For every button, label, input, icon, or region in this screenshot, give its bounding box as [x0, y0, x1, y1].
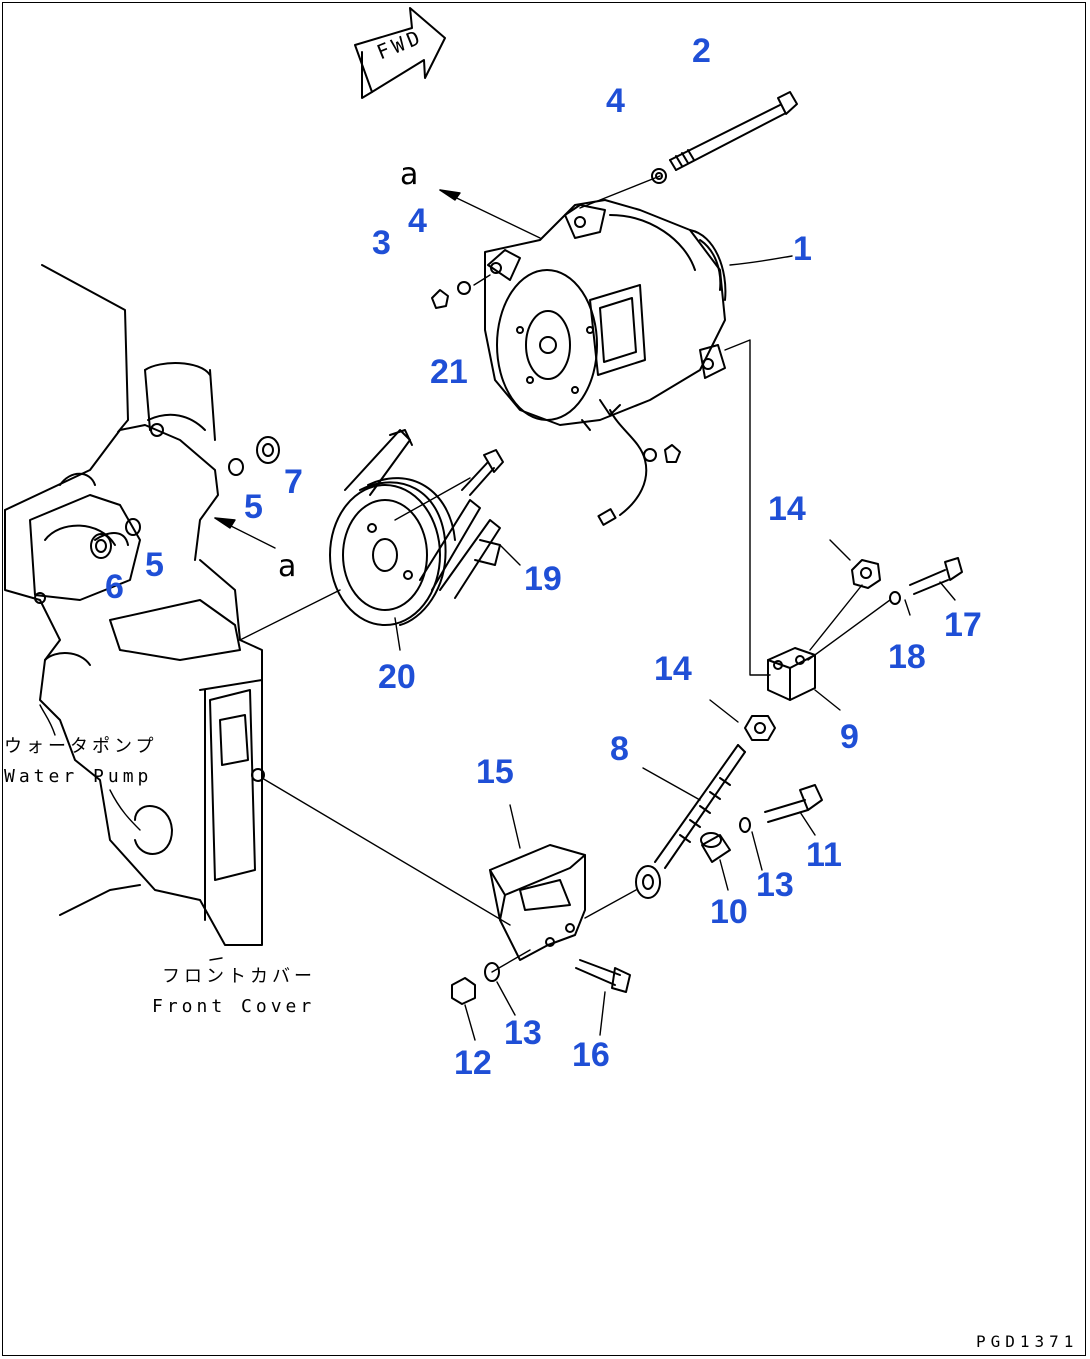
callout-19: 19 — [524, 560, 562, 598]
nut-14-lower — [744, 715, 776, 741]
front-cover-label-jp: フロントカバー — [162, 966, 316, 987]
callout-1: 1 — [793, 230, 812, 268]
bolt-11 — [764, 784, 823, 823]
washer-13-right — [739, 817, 751, 833]
bushing-5-lower — [125, 518, 141, 536]
nut-12 — [451, 977, 476, 1005]
callout-4-upper: 4 — [606, 82, 625, 120]
bracket-15 — [489, 844, 586, 961]
callout-17: 17 — [944, 606, 982, 644]
front-cover-outline — [4, 264, 265, 946]
callout-20: 20 — [378, 658, 416, 696]
callout-13-right: 13 — [756, 866, 794, 904]
front-cover-label-en: Front Cover — [152, 996, 316, 1017]
washer-13-lower — [484, 962, 500, 982]
view-marker-upper: a — [400, 157, 419, 192]
callout-15: 15 — [476, 753, 514, 791]
callout-8: 8 — [610, 730, 629, 768]
bolt-17 — [909, 557, 963, 595]
washer-18 — [889, 591, 901, 605]
callout-5-upper: 5 — [244, 488, 263, 526]
drawing-code: PGD1371 — [976, 1332, 1079, 1351]
view-marker-lower: a — [278, 549, 297, 584]
water-pump-label-en: Water Pump — [4, 766, 153, 787]
nut-14-upper — [851, 559, 881, 589]
bolt-16 — [575, 959, 631, 993]
callout-13-lower: 13 — [504, 1014, 542, 1052]
callout-12: 12 — [454, 1044, 492, 1082]
callout-6: 6 — [105, 568, 124, 606]
callout-16: 16 — [572, 1036, 610, 1074]
callout-14-lower: 14 — [654, 650, 692, 688]
alternator — [484, 199, 727, 526]
spacer-6 — [90, 533, 112, 559]
washer-4-upper — [651, 168, 667, 184]
callout-2: 2 — [692, 32, 711, 70]
nut-3 — [431, 289, 449, 309]
callout-18: 18 — [888, 638, 926, 676]
v-belt-19 — [344, 429, 501, 599]
callout-3: 3 — [372, 224, 391, 262]
callout-10: 10 — [710, 893, 748, 931]
callout-4-lower: 4 — [408, 202, 427, 240]
callout-14-upper: 14 — [768, 490, 806, 528]
callout-7: 7 — [284, 463, 303, 501]
bolt-2 — [669, 91, 798, 171]
block-9 — [767, 647, 816, 701]
callout-21: 21 — [430, 353, 468, 391]
water-pump-label-jp: ウォータポンプ — [4, 736, 158, 757]
fwd-arrow-icon — [354, 7, 446, 99]
pulley-20 — [329, 477, 456, 626]
spacer-7 — [256, 436, 280, 464]
callout-9: 9 — [840, 718, 859, 756]
adjusting-rod-8 — [635, 744, 746, 899]
bolt-21 — [461, 449, 504, 496]
bushing-5-upper — [228, 458, 244, 476]
washer-4-lower — [457, 281, 471, 295]
leader-lines — [39, 175, 956, 1041]
spacer-10 — [700, 832, 731, 863]
callout-5-lower: 5 — [145, 546, 164, 584]
callout-11: 11 — [806, 836, 842, 874]
